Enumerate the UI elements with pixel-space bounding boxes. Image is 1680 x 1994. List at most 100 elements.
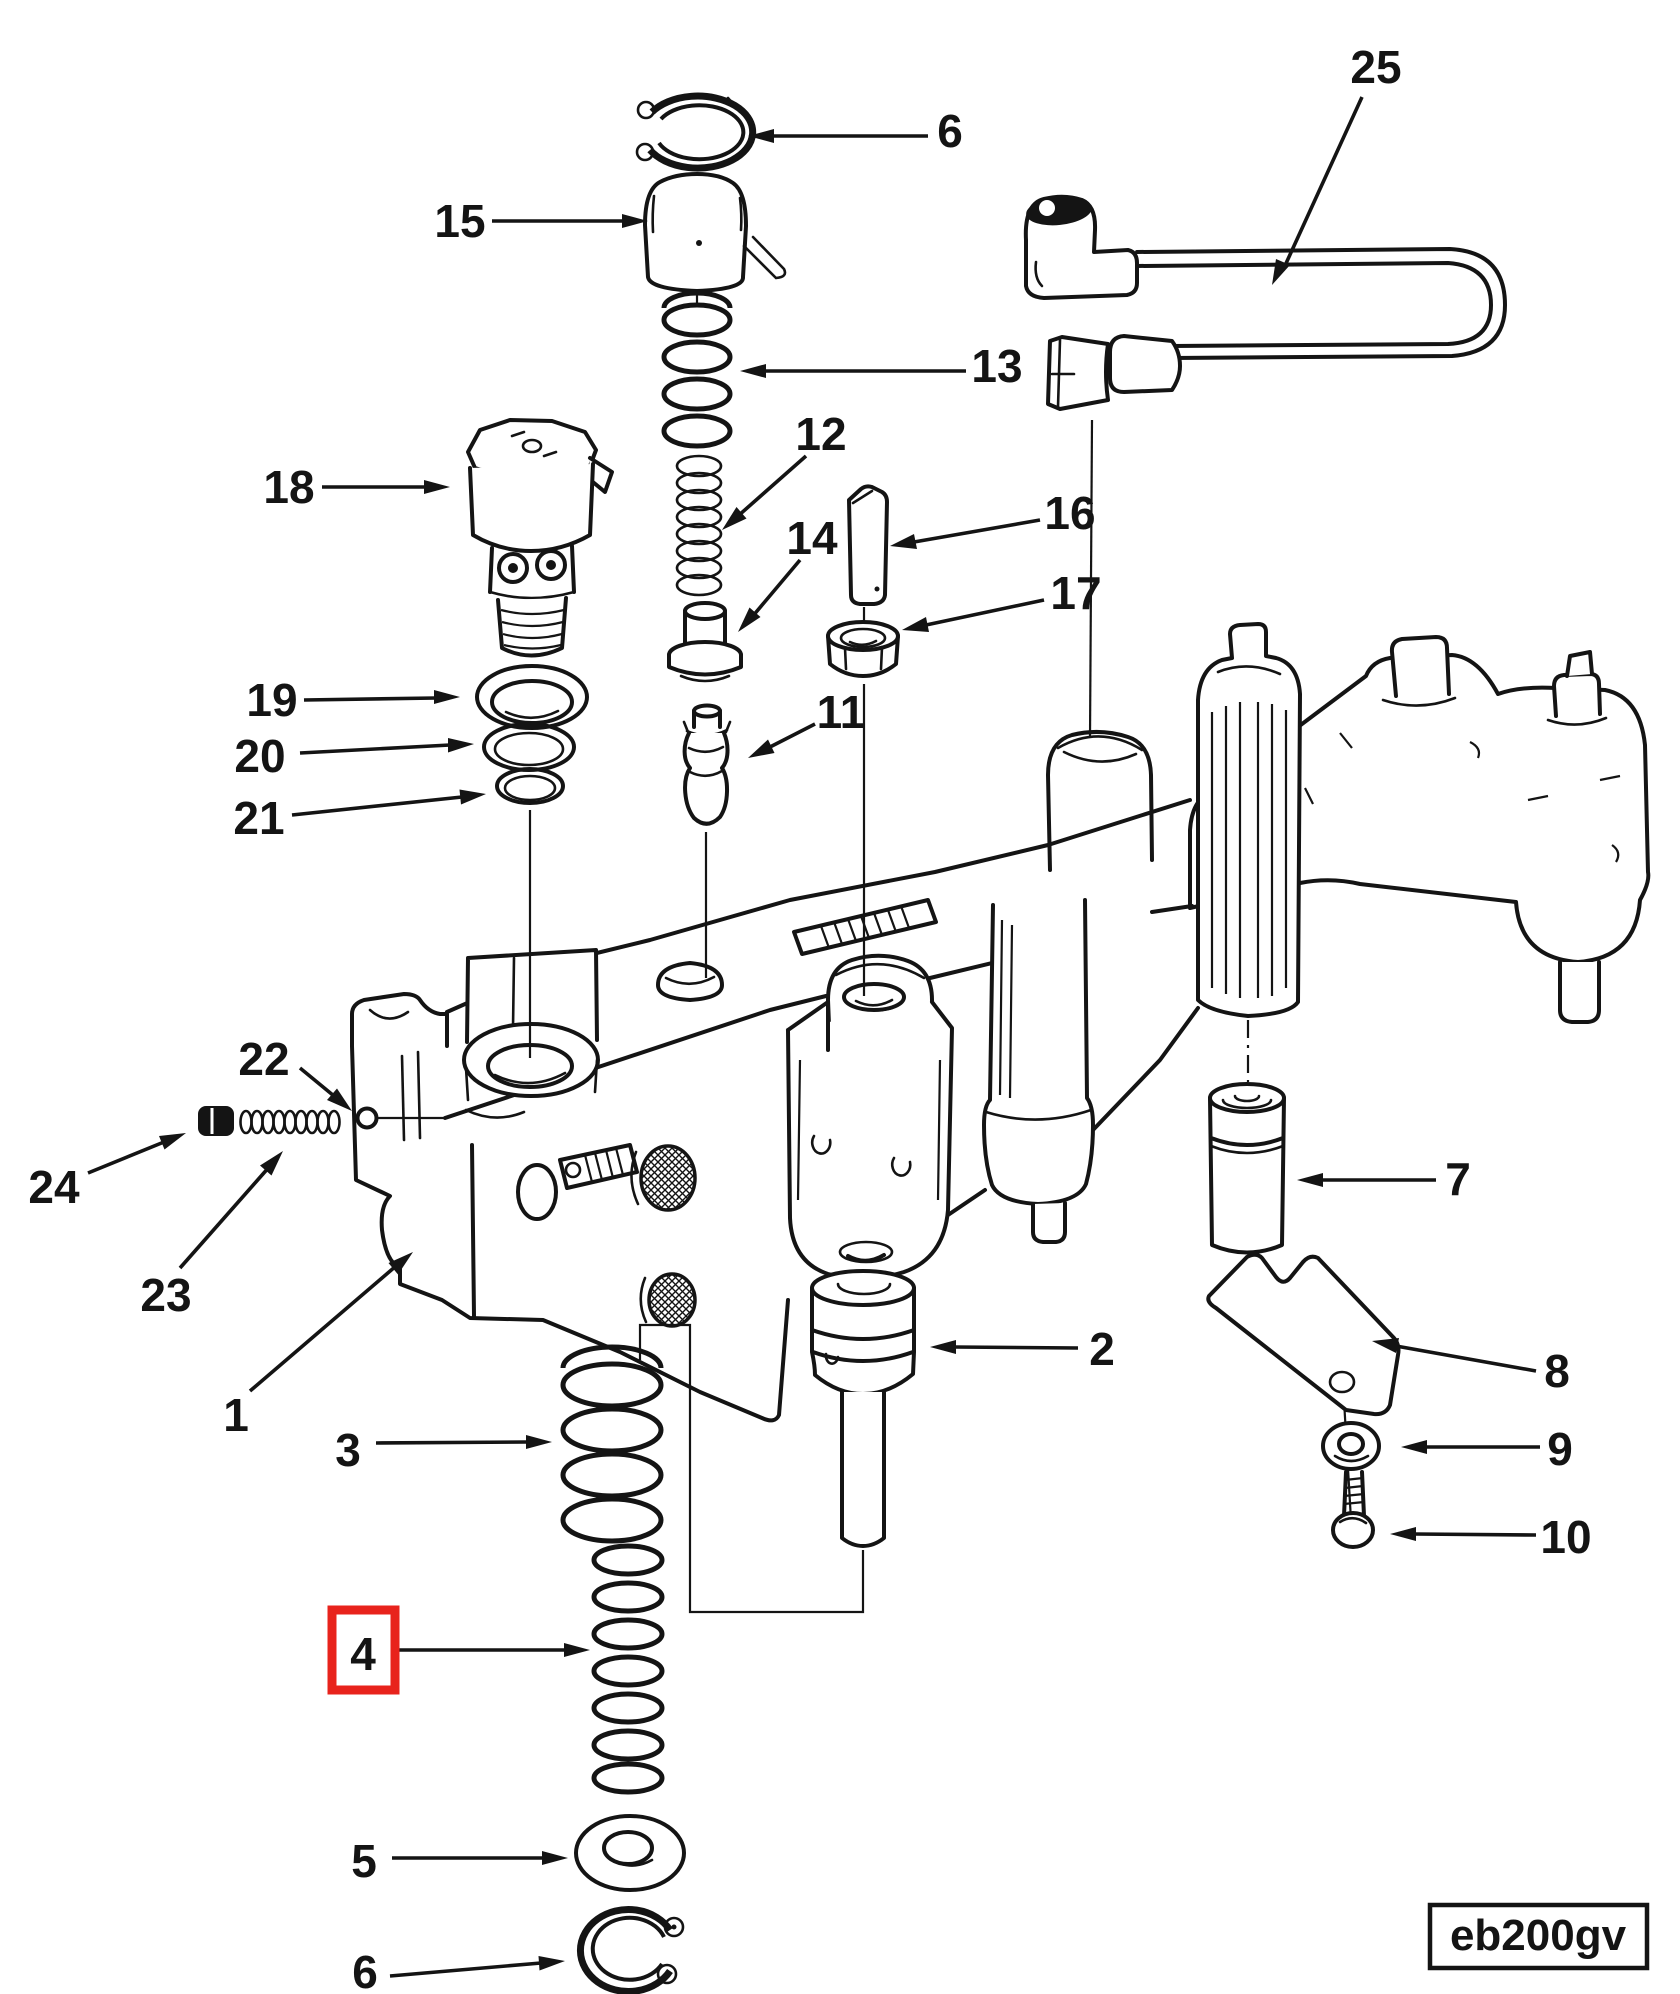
svg-text:5: 5 <box>351 1835 377 1887</box>
svg-text:13: 13 <box>971 340 1022 392</box>
detent-ball <box>355 1106 445 1130</box>
figure-code-box: eb200gv <box>1427 1902 1650 1971</box>
roller-pin <box>1208 1082 1286 1255</box>
svg-text:20: 20 <box>234 730 285 782</box>
left-boss-back-wall <box>465 948 599 1044</box>
bushing <box>667 601 743 683</box>
svg-text:7: 7 <box>1445 1153 1471 1205</box>
callout-20: 20 <box>234 730 474 782</box>
svg-text:8: 8 <box>1544 1345 1570 1397</box>
svg-text:9: 9 <box>1547 1423 1573 1475</box>
backup-ring <box>495 767 565 805</box>
valve-body <box>350 622 1651 1423</box>
svg-text:6: 6 <box>352 1946 378 1994</box>
piston-with-stem <box>810 1269 916 1548</box>
snap-ring-bottom <box>576 1906 685 1994</box>
callout-22: 22 <box>238 1033 352 1111</box>
poppet-seat-bore <box>656 961 724 1002</box>
plug <box>198 1106 234 1136</box>
electrical-lead-wire <box>1023 194 1507 411</box>
mid-column-stub <box>1031 1201 1067 1244</box>
callout-14: 14 <box>738 512 838 632</box>
callout-11: 11 <box>748 686 865 758</box>
svg-text:10: 10 <box>1540 1511 1591 1563</box>
svg-text:25: 25 <box>1350 41 1401 93</box>
callout-13: 13 <box>740 340 1023 392</box>
callout-9: 9 <box>1401 1423 1573 1475</box>
arm-stub-2 <box>1552 672 1602 718</box>
svg-text:22: 22 <box>238 1033 289 1085</box>
side-port <box>516 1163 558 1221</box>
svg-text:24: 24 <box>28 1161 80 1213</box>
right-spool-column <box>1196 622 1302 1018</box>
svg-text:16: 16 <box>1044 487 1095 539</box>
callout-2: 2 <box>930 1323 1115 1375</box>
hydraulic-port-2 <box>647 1272 697 1328</box>
callout-6-bottom: 6 <box>352 1946 565 1994</box>
screw <box>1331 1470 1375 1549</box>
flat-washer <box>574 1814 686 1892</box>
svg-text:11: 11 <box>817 686 866 738</box>
callouts: 6 15 13 12 18 14 <box>28 41 1591 1994</box>
arm-stub-1 <box>1389 635 1451 698</box>
svg-text:23: 23 <box>140 1269 191 1321</box>
callout-label: 6 <box>937 105 963 157</box>
solenoid-valve-assembly <box>466 418 614 658</box>
svg-text:21: 21 <box>233 792 284 844</box>
poppet-valve <box>682 703 732 826</box>
callout-21: 21 <box>233 789 486 844</box>
hydraulic-port <box>639 1144 697 1212</box>
arm-bottom-stub <box>1558 960 1601 1024</box>
callout-17: 17 <box>902 567 1102 632</box>
svg-text:14: 14 <box>786 512 838 564</box>
callout-6-top: 6 <box>748 105 963 157</box>
callout-19: 19 <box>246 674 460 726</box>
snap-ring-top <box>635 92 757 172</box>
callout-1: 1 <box>223 1252 413 1441</box>
svg-text:19: 19 <box>246 674 297 726</box>
callout-16: 16 <box>890 487 1096 549</box>
inner-coil-spring <box>675 454 723 597</box>
figure-code-label: eb200gv <box>1450 1911 1627 1960</box>
callout-25: 25 <box>1272 41 1402 285</box>
callout-18: 18 <box>263 461 450 513</box>
svg-text:3: 3 <box>335 1424 361 1476</box>
cup-seal <box>475 664 589 730</box>
wire-spade-terminal <box>1046 335 1110 411</box>
callout-8: 8 <box>1372 1338 1570 1397</box>
outer-spring <box>560 1344 664 1544</box>
callout-24: 24 <box>28 1133 186 1213</box>
pin <box>847 484 889 606</box>
nut <box>826 620 900 678</box>
callout-23: 23 <box>140 1151 283 1321</box>
body-lower-outline <box>350 1044 790 1423</box>
inner-spring <box>591 1543 665 1795</box>
body-left-ear <box>350 992 449 1048</box>
svg-text:1: 1 <box>223 1389 249 1441</box>
assembly-bracket-line <box>638 1323 865 1614</box>
cap <box>643 172 787 293</box>
fork-bracket <box>1206 1252 1401 1417</box>
highlight-box <box>327 1605 400 1695</box>
callout-4-highlighted: 4 <box>327 1605 590 1695</box>
callout-5: 5 <box>351 1835 568 1887</box>
svg-text:18: 18 <box>263 461 314 513</box>
callout-15: 15 <box>434 195 648 247</box>
callout-7: 7 <box>1297 1153 1471 1205</box>
svg-text:15: 15 <box>434 195 485 247</box>
callout-10: 10 <box>1390 1511 1592 1563</box>
svg-text:17: 17 <box>1050 567 1101 619</box>
svg-text:2: 2 <box>1089 1323 1115 1375</box>
callout-3: 3 <box>335 1424 552 1476</box>
wire-ferrule <box>1108 334 1182 394</box>
svg-text:12: 12 <box>795 408 846 460</box>
svg-text:4: 4 <box>350 1628 376 1680</box>
id-plate-front <box>558 1143 639 1190</box>
callout-12: 12 <box>722 408 847 530</box>
detent-spring <box>239 1109 341 1135</box>
small-washer <box>1321 1421 1381 1471</box>
outer-coil-spring <box>661 290 733 449</box>
o-ring <box>482 722 576 772</box>
